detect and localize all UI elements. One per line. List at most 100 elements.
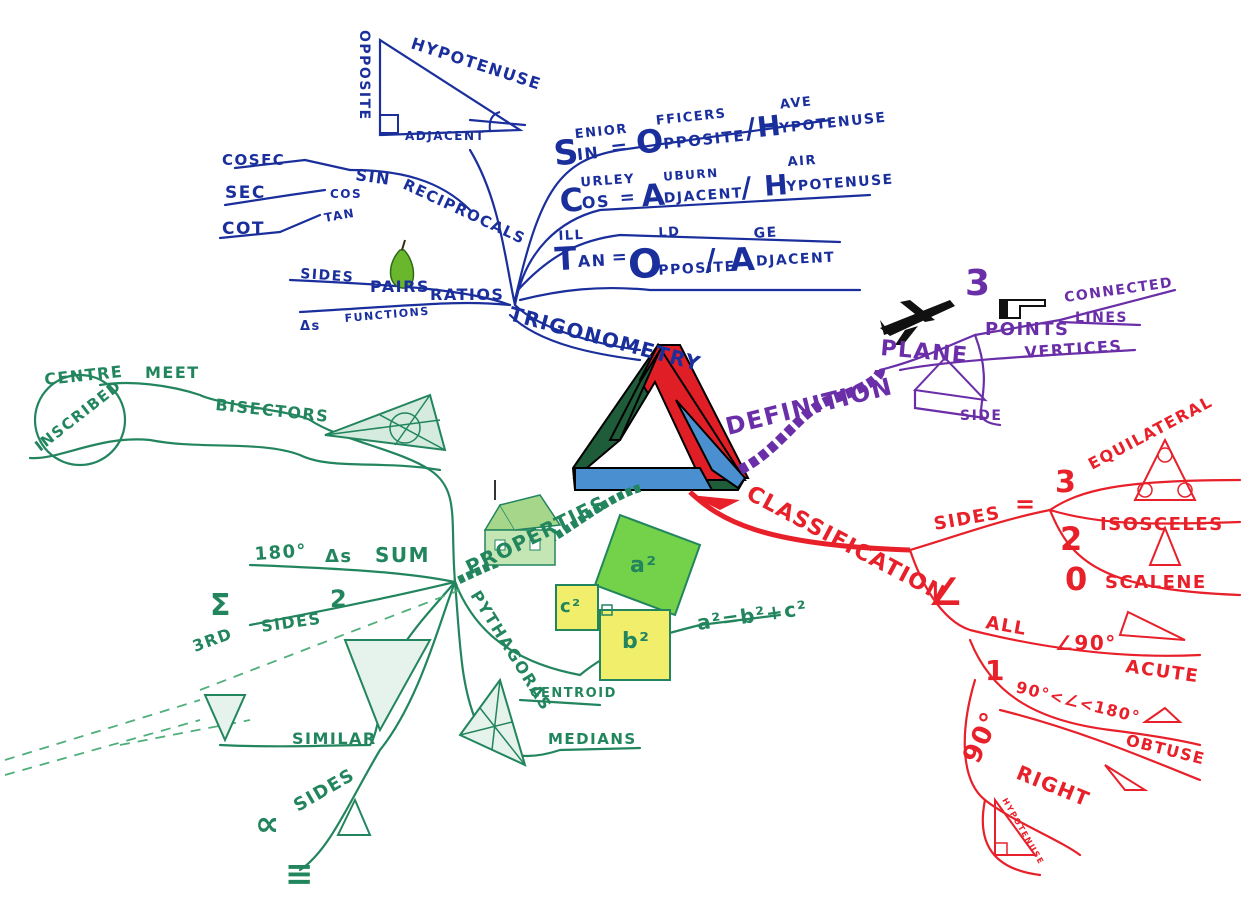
pythagoras-formula: a²=b²+c² [695,596,809,635]
medians-label: MEDIANS [548,730,637,748]
meet-label: MEET [145,363,200,382]
c-squared-label: c² [560,596,582,617]
svg-text:URLEY: URLEY [580,172,636,191]
triangle-diagram-purple [912,356,988,420]
sides-green-label: SIDES [260,609,323,636]
svg-text:YPOTENUSE: YPOTENUSE [785,172,895,196]
pear-icon [389,239,415,289]
third-label: 3RD [190,624,235,656]
svg-text:IN: IN [576,143,600,164]
svg-text:OS: OS [581,192,610,213]
proportional-label: ∝ [255,804,281,844]
trig-label: TRIGONOMETRY [507,302,704,376]
one-label: 1 [985,654,1006,687]
pythagoras-squares-diagram [555,513,702,681]
cos-mnemonic: C URLEY OS = UBURN A DJACENT / AIR H YPO… [558,153,895,220]
ratios-label: RATIOS [430,285,504,304]
three-label: 3 [965,263,992,304]
sides-eq-label: SIDES [932,503,1002,535]
sin-label: SIN [354,165,392,189]
angle-symbol: ∠ [928,570,964,614]
side-label: SIDE [960,408,1002,424]
svg-text:/: / [704,243,718,279]
svg-text:PPOSITE: PPOSITE [662,127,746,153]
svg-text:H: H [755,109,783,144]
svg-text:DJACENT: DJACENT [663,185,743,206]
svg-text:A: A [640,178,667,215]
svg-text:=: = [619,187,637,209]
svg-text:T: T [554,239,579,278]
definition-label: DEFINITION [723,372,896,441]
isosceles-label: ISOSCELES [1100,514,1224,535]
right-label: RIGHT [1013,760,1094,811]
svg-text:A: A [729,240,757,279]
sec-label: SEC [225,183,266,203]
svg-text:DJACENT: DJACENT [756,250,836,270]
acute-triangle-diagram [1141,706,1183,723]
svg-text:C: C [558,180,586,220]
acute-label: ACUTE [1124,656,1200,687]
bisector-triangle-diagram [324,393,447,452]
cos-label: COS [330,187,362,201]
points-label: POINTS [985,319,1070,340]
svg-text:PPOSITE: PPOSITE [658,259,736,279]
obtuse-triangle-diagram [1104,764,1149,791]
right-triangle-red-diagram [994,796,1037,856]
a-squared-label: a² [630,553,657,578]
svg-text:GE: GE [753,225,778,242]
two-red-label: 2 [1060,520,1084,558]
lines-label: LINES [1075,310,1128,326]
penrose-triangle-icon [571,342,750,491]
bisectors-label: BISECTORS [215,395,331,426]
sides-label: SIDES [300,266,355,286]
classification-branch [688,437,1242,877]
svg-text:S: S [552,132,582,174]
definition-branch [737,288,1177,475]
delta-s-green-label: Δs [325,546,353,567]
deg90-label: 90° [957,707,1007,768]
scalene-label: SCALENE [1105,572,1207,593]
three-red-label: 3 [1055,465,1077,500]
svg-text:AVE: AVE [779,94,813,112]
similar-triangle-large [343,639,432,733]
tan-mnemonic: T ILL AN = LD O PPOSITE / GE A DJACENT [554,225,836,289]
svg-text:UBURN: UBURN [663,166,719,184]
adjacent-label: ADJACENT [405,129,485,143]
similar-triangle-small [203,694,247,743]
svg-text:FFICERS: FFICERS [655,106,727,128]
classification-label: CLASSIFICATION [742,481,950,607]
pointing-hand-icon [999,299,1046,319]
svg-text:H: H [763,168,790,203]
centroid-triangle-diagram [458,677,527,767]
scalene-triangle-diagram [1118,610,1186,641]
airplane-icon [880,300,955,345]
cosec-label: COSEC [222,151,285,169]
properties-branch [4,373,782,872]
svg-text:ILL: ILL [558,228,585,244]
centroid-label: CENTROID [530,686,617,701]
sum-label: SUM [375,543,430,567]
obtuse-label: OBTUSE [1124,730,1207,768]
svg-text:AN: AN [577,251,607,271]
svg-text:YPOTENUSE: YPOTENUSE [778,110,888,137]
svg-text:=: = [609,134,630,160]
delta-similar-diagram [336,797,372,836]
svg-text:O: O [627,241,665,289]
sin-mnemonic: S ENIOR IN = FFICERS O PPOSITE / AVE H Y… [552,94,888,174]
hypotenuse-label: HYPOTENUSE [409,34,544,94]
vertices-label: VERTICES [1024,336,1123,362]
two-green-label: 2 [330,585,348,613]
delta-s-label: Δs [300,319,321,334]
b-squared-label: b² [622,629,650,654]
reciprocals-label: RECIPROCALS [400,175,528,248]
sigma-label: Σ [210,588,232,623]
cot-label: COT [222,219,265,239]
svg-text:=: = [611,246,629,268]
lt90-label: ∠90° [1055,631,1117,655]
zero-label: 0 [1065,560,1089,598]
sides-similar-label: SIDES [290,764,359,816]
pairs-label: PAIRS [370,277,430,296]
congruent-label: ≡ [285,854,315,894]
equals-label: = [1015,490,1037,518]
